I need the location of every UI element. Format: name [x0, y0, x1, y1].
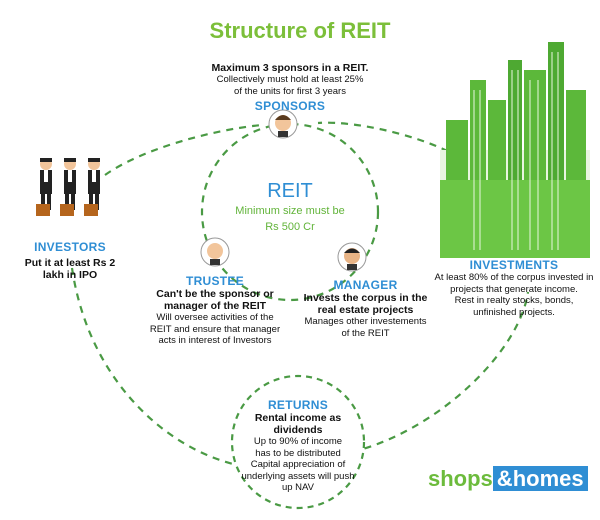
manager-bold-1: Invests the corpus in the — [303, 292, 428, 304]
reit-block: REIT Minimum size must be Rs 500 Cr — [200, 180, 380, 235]
sponsors-bold-text: Maximum 3 sponsors in a REIT. — [211, 62, 369, 74]
sponsors-label: SPONSORS — [254, 99, 326, 113]
manager-bold-2: real estate projects — [317, 304, 414, 316]
building-windows — [473, 52, 559, 250]
trustee-avatar — [200, 237, 230, 267]
shops-and-homes-logo: shops&homes — [428, 466, 588, 492]
sponsors-note-2: of the units for first 3 years — [234, 85, 346, 97]
returns-bold-1: Rental income as — [254, 412, 342, 424]
manager-note-2: of the REIT — [341, 327, 390, 339]
page-title: Structure of REIT — [209, 18, 391, 43]
investments-note-1: At least 80% of the corpus invested in — [434, 272, 594, 283]
logo-amp-symbol: & — [496, 466, 513, 491]
investments-note-2: projects that generate income. — [450, 283, 578, 295]
investments-note-3: Rest in realty stocks, bonds, — [454, 295, 574, 306]
trustee-bold-1: Can't be the sponsor or — [156, 288, 274, 300]
trustee-block: TRUSTEE Can't be the sponsor or manager … — [145, 274, 285, 347]
manager-label: MANAGER — [333, 278, 398, 292]
returns-note-1: Up to 90% of income — [253, 436, 343, 447]
manager-avatar — [337, 242, 367, 272]
returns-circle — [230, 374, 366, 510]
returns-note-5: up NAV — [281, 482, 315, 493]
investments-note-4: unfinished projects. — [473, 306, 555, 318]
investments-block: INVESTMENTS At least 80% of the corpus i… — [430, 258, 598, 318]
logo-homes-text: homes — [512, 466, 584, 491]
returns-note-3: Capital appreciation of — [250, 459, 346, 470]
returns-note-4: underlying assets will push — [241, 470, 355, 482]
trustee-note-2: REIT and ensure that manager — [149, 323, 281, 335]
investors-bold-1: Put it at least Rs 2 — [24, 257, 116, 269]
manager-block: MANAGER Invests the corpus in the real e… — [298, 278, 433, 339]
reit-line-1: Minimum size must be — [235, 205, 345, 217]
reit-line-2: Rs 500 Cr — [265, 221, 315, 233]
returns-note-2: has to be distributed — [255, 447, 341, 459]
trustee-bold-2: manager of the REIT — [163, 300, 267, 312]
investors-bold-2: lakh in IPO — [42, 269, 98, 281]
trustee-note-1: Will oversee activities of the — [156, 312, 274, 323]
investors-label: INVESTORS — [34, 240, 106, 254]
investor-figures — [36, 158, 100, 216]
sponsor-avatar — [268, 109, 298, 139]
manager-note-1: Manages other investements — [304, 316, 427, 327]
investors-block: INVESTORS Put it at least Rs 2 lakh in I… — [10, 240, 130, 281]
outer-dashed-loop — [70, 121, 530, 470]
sponsors-note-1: Collectively must hold at least 25% — [216, 74, 364, 85]
logo-amp-text: &homes — [492, 466, 588, 491]
returns-block: RETURNS Rental income as dividends Up to… — [238, 398, 358, 494]
inner-dashed-circle — [200, 122, 380, 302]
trustee-label: TRUSTEE — [185, 274, 245, 288]
trustee-note-3: acts in interest of Investors — [158, 335, 272, 346]
sponsors-block: Maximum 3 sponsors in a REIT. Collective… — [190, 62, 390, 113]
returns-bold-2: dividends — [273, 424, 323, 436]
reit-title: REIT — [267, 180, 313, 202]
investments-label: INVESTMENTS — [469, 258, 559, 272]
logo-shops-text: shops — [428, 466, 493, 491]
buildings-illustration — [440, 42, 590, 258]
returns-label: RETURNS — [267, 398, 329, 412]
